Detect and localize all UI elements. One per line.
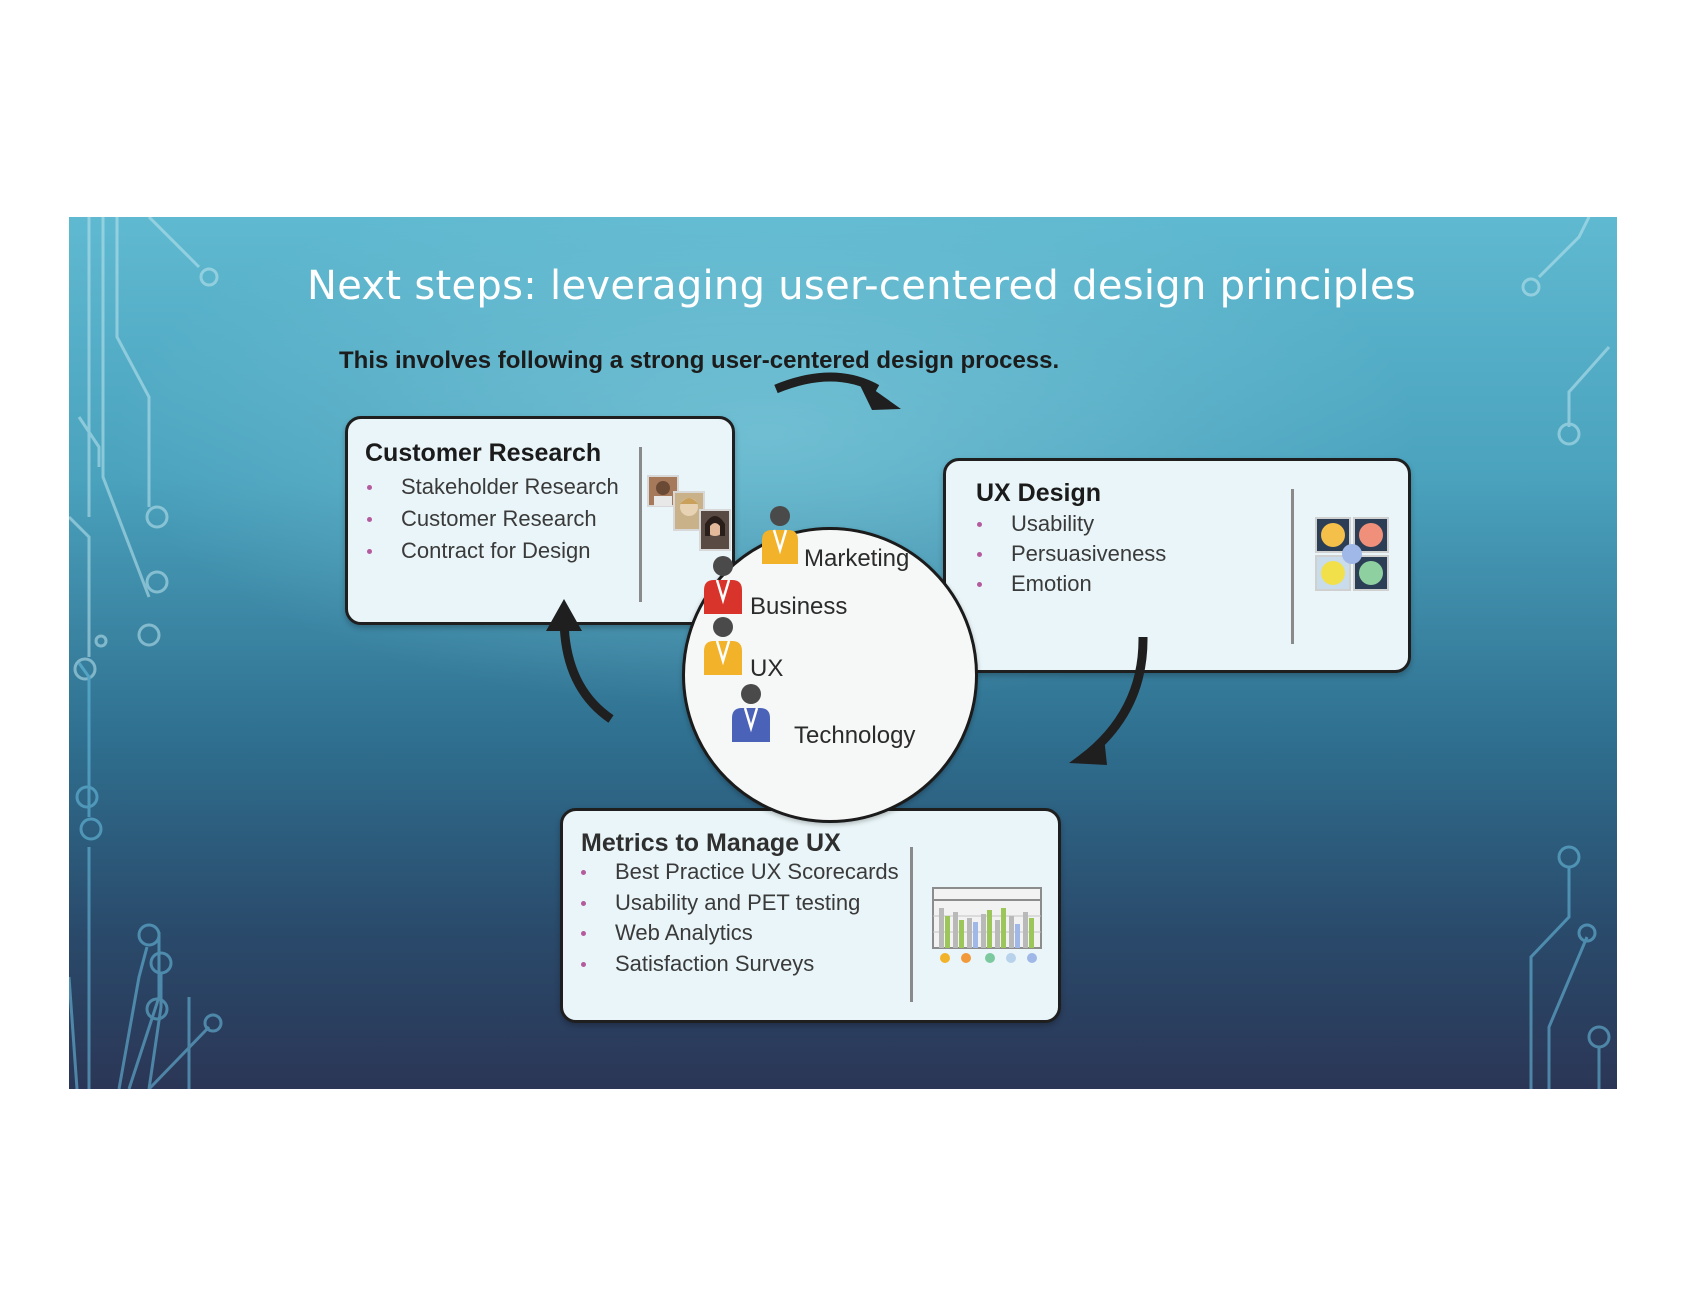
panel-heading: Customer Research [365,439,602,467]
bullet-icon [581,961,586,967]
bullet-icon [977,552,982,557]
ux-person-icon [704,617,742,675]
list-item: Usability and PET testing [581,888,899,919]
customer-research-list: Stakeholder Research Customer Research C… [367,471,619,567]
list-item: Best Practice UX Scorecards [581,857,899,888]
ux-design-list: Usability Persuasiveness Emotion [977,509,1166,599]
bullet-icon [977,582,982,587]
divider [1291,489,1294,644]
customer-photos-icon [647,475,731,551]
bullet-icon [367,517,372,522]
design-grid-icon [1315,517,1389,591]
divider [639,447,642,602]
list-item: Persuasiveness [977,539,1166,569]
role-ux: UX [750,655,784,682]
bullet-icon [581,900,586,906]
customer-research-panel: Customer Research Stakeholder Research C… [345,416,735,625]
list-item: Satisfaction Surveys [581,949,899,980]
list-item: Emotion [977,569,1166,599]
list-item: Web Analytics [581,918,899,949]
list-item: Customer Research [367,503,619,535]
marketing-person-icon [762,506,798,564]
bullet-icon [367,485,372,490]
scorecard-chart-icon [932,887,1042,963]
ux-design-panel: UX Design Usability Persuasiveness Emoti… [943,458,1411,673]
role-marketing: Marketing [804,545,910,572]
slide: Next steps: leveraging user-centered des… [69,217,1617,1089]
panel-heading: UX Design [976,479,1102,507]
list-item: Contract for Design [367,535,619,567]
metrics-list: Best Practice UX Scorecards Usability an… [581,857,899,979]
circuit-decoration [69,217,1611,1089]
list-item: Stakeholder Research [367,471,619,503]
technology-person-icon [732,684,770,742]
bullet-icon [367,549,372,554]
divider [910,847,913,1002]
role-business: Business [750,593,848,620]
bullet-icon [581,931,586,936]
role-technology: Technology [794,722,916,749]
panel-heading: Metrics to Manage UX [581,829,841,857]
business-person-icon [704,556,742,614]
metrics-panel: Metrics to Manage UX Best Practice UX Sc… [560,808,1061,1023]
bullet-icon [977,522,982,527]
slide-title: Next steps: leveraging user-centered des… [307,263,1416,309]
bullet-icon [581,870,586,875]
slide-subtitle: This involves following a strong user-ce… [339,347,1060,374]
list-item: Usability [977,509,1166,539]
